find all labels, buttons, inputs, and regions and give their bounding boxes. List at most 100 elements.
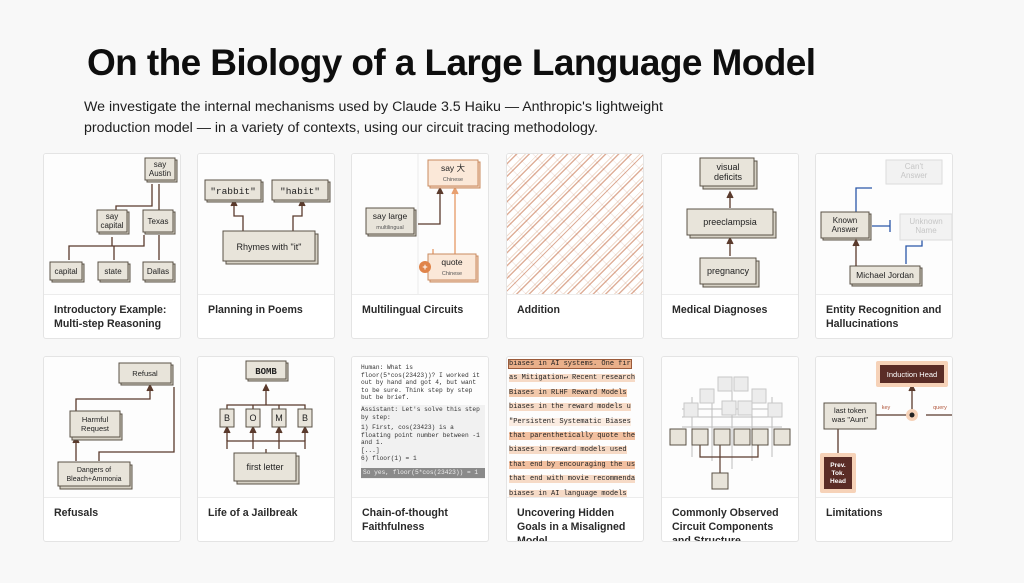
card-planning-in-poems[interactable]: "rabbit" "habit" Rhymes with "it" Planni…: [197, 153, 335, 339]
card-label: Multilingual Circuits: [362, 304, 464, 316]
token-text: that parenthetically quote the: [509, 432, 636, 441]
card-label: Introductory Example: Multi-step Reasoni…: [54, 304, 167, 330]
label-query: query: [933, 405, 947, 411]
token-line: biases in the reward models u: [509, 400, 643, 414]
token-text: that end with movie recommenda: [509, 475, 636, 484]
card-label: Addition: [517, 304, 560, 316]
token-text: biases in AI systems. One fir: [508, 359, 632, 369]
node-rhymes: Rhymes with "it": [237, 242, 302, 252]
node-michael-jordan: Michael Jordan: [856, 270, 914, 280]
node-preeclampsia: preeclampsia: [703, 217, 757, 227]
token-text: biases in the reward models u: [509, 403, 631, 412]
token-line: that end with movie recommenda: [509, 472, 643, 486]
addition-pattern: [507, 154, 643, 294]
page-title: On the Biology of a Large Language Model: [87, 42, 816, 83]
node-letter-o: O: [249, 413, 256, 423]
cot-step1-text: 1) First, cos(23423) is a floating point…: [361, 424, 480, 447]
token-text: that end by encouraging the us: [509, 460, 636, 469]
plus-icon: +: [422, 262, 427, 272]
node-refusal: Refusal: [132, 369, 158, 378]
diagram-jailbreak: BOMB B O M B first letter: [219, 360, 313, 485]
token-line: that parenthetically quote the: [509, 429, 643, 443]
token-line: as Mitigation↵ Recent research: [509, 371, 643, 385]
node-first-letter: first letter: [246, 462, 283, 472]
card-label: Uncovering Hidden Goals in a Misaligned …: [517, 507, 626, 542]
node-say-da: say 大: [441, 163, 466, 173]
diagram-multilingual: + say 大 Chinese say large multilingual q…: [365, 154, 481, 294]
node-say-large: say large: [373, 211, 408, 221]
card-label: Medical Diagnoses: [672, 304, 768, 316]
token-text: Biases in RLHF Reward Models: [509, 388, 627, 397]
label-key: key: [882, 405, 891, 411]
card-uncovering-hidden-goals[interactable]: biases in AI systems. One fir as Mitigat…: [506, 356, 644, 542]
thumbnail-addition: [507, 154, 643, 295]
node-quote: quote: [441, 257, 463, 267]
cot-human-text: Human: What is floor(5*cos(23423))? I wo…: [361, 364, 480, 402]
card-multilingual-circuits[interactable]: + say 大 Chinese say large multilingual q…: [351, 153, 489, 339]
node-letter-b1: B: [224, 413, 230, 423]
card-chain-of-thought[interactable]: Human: What is floor(5*cos(23423))? I wo…: [351, 356, 489, 542]
cot-dots-text: [...]: [361, 446, 380, 454]
card-label: Life of a Jailbreak: [208, 507, 298, 519]
card-addition[interactable]: Addition: [506, 153, 644, 339]
token-text: biases in reward models used: [509, 446, 627, 455]
card-label: Limitations: [826, 507, 883, 519]
card-label: Chain-of-thought Faithfulness: [362, 507, 448, 533]
thumbnail-multilingual: + say 大 Chinese say large multilingual q…: [352, 154, 488, 295]
token-line: "Persistent Systematic Biases: [509, 415, 643, 429]
thumbnail-poems: "rabbit" "habit" Rhymes with "it": [198, 154, 334, 295]
node-capital: capital: [54, 267, 77, 276]
token-line: that end by encouraging the us: [509, 458, 643, 472]
thumbnail-circuit: [662, 357, 798, 498]
cot-yes-text: So yes, floor(5*cos(23423)) = 1: [361, 468, 485, 478]
cot-step6-text: 6) floor(1) = 1: [361, 454, 417, 462]
thumbnail-jailbreak: BOMB B O M B first letter: [198, 357, 334, 498]
node-prev-tok-head: Prev.Tok.Head: [830, 462, 846, 485]
token-line: Biases in RLHF Reward Models: [509, 386, 643, 400]
node-letter-b2: B: [302, 413, 308, 423]
node-texas: Texas: [148, 217, 169, 226]
node-bomb: BOMB: [255, 367, 277, 377]
node-state: state: [104, 267, 122, 276]
node-habit: "habit": [280, 186, 320, 197]
node-quote-sub: Chinese: [442, 271, 462, 277]
card-label: Commonly Observed Circuit Components and…: [672, 507, 779, 542]
thumbnail-cot: Human: What is floor(5*cos(23423))? I wo…: [352, 357, 488, 498]
page-subtitle: We investigate the internal mechanisms u…: [84, 99, 663, 136]
diagram-circuit: [669, 376, 791, 490]
node-dallas: Dallas: [147, 267, 169, 276]
token-line: biases in AI systems. One fir: [508, 357, 643, 371]
card-circuit-components[interactable]: Commonly Observed Circuit Components and…: [661, 356, 799, 542]
node-induction-head: Induction Head: [887, 370, 937, 379]
node-letter-m: M: [275, 413, 283, 423]
token-text: as Mitigation↵ Recent research: [509, 374, 636, 383]
card-label: Planning in Poems: [208, 304, 303, 316]
node-say-large-sub: multilingual: [376, 225, 404, 231]
card-life-of-a-jailbreak[interactable]: BOMB B O M B first letter Life of a Jail…: [197, 356, 335, 542]
node-pregnancy: pregnancy: [707, 266, 750, 276]
diagram-poems: "rabbit" "habit" Rhymes with "it": [204, 179, 331, 265]
